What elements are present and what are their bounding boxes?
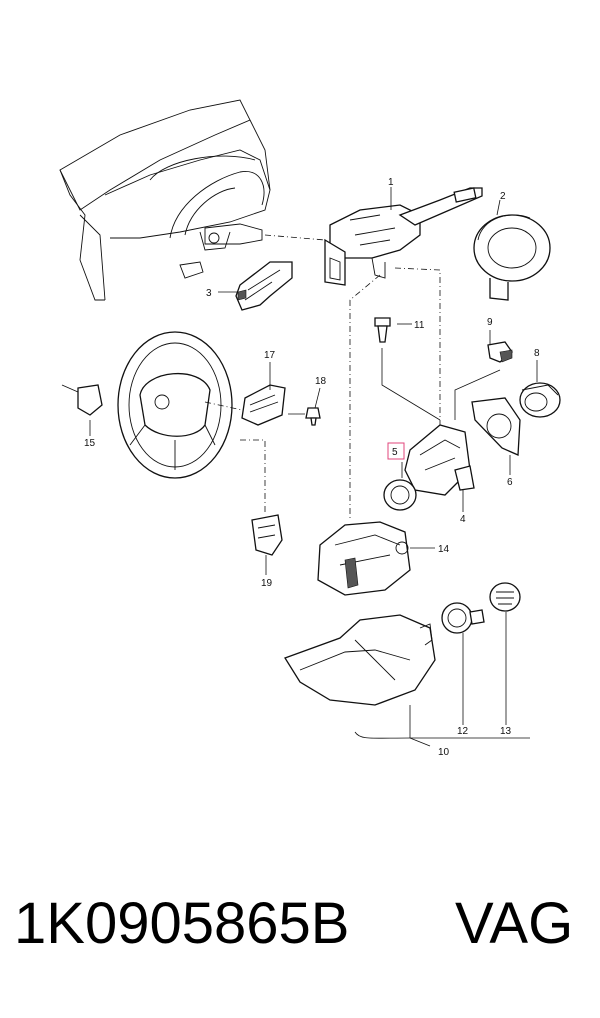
steering-wheel-illustration (117, 331, 243, 479)
part-1-combination-switch (324, 187, 483, 286)
callout-2: 2 (500, 191, 506, 202)
highlight-box (387, 442, 405, 460)
part-15-cable (61, 384, 103, 416)
part-18-bolt (305, 407, 321, 426)
dashboard-illustration (59, 99, 326, 301)
brand-name: VAG (455, 891, 574, 956)
callout-1: 1 (388, 177, 394, 188)
part-5-lock-housing (383, 424, 475, 511)
exploded-parts-diagram: 1 2 3 4 5 6 8 9 10 11 12 13 14 15 17 18 … (59, 99, 561, 758)
callout-9: 9 (487, 317, 493, 328)
part-6-trim-ring (471, 397, 521, 456)
part-12-ring (441, 602, 485, 634)
callout-17: 17 (264, 350, 276, 361)
callout-5: 5 (392, 447, 398, 458)
callout-11: 11 (414, 320, 425, 331)
part-14-column-housing (317, 521, 411, 596)
part-3-bracket (235, 261, 293, 311)
part-11-screw (374, 317, 391, 343)
part-10-shroud (284, 614, 436, 706)
callout-6: 6 (507, 477, 513, 488)
part-13-cap (489, 582, 521, 612)
callout-4: 4 (460, 514, 466, 525)
part-number: 1K0905865B (14, 891, 350, 956)
callout-18: 18 (315, 376, 327, 387)
callout-15: 15 (84, 438, 96, 449)
part-9-connector (487, 341, 513, 363)
callout-12: 12 (457, 726, 469, 737)
callout-3: 3 (206, 288, 212, 299)
assembly-lines (240, 267, 501, 520)
callout-19: 19 (261, 578, 273, 589)
leader-lines (89, 187, 538, 747)
part-8-lock-cylinder (519, 382, 561, 418)
callout-8: 8 (534, 348, 540, 359)
part-19-bracket (251, 514, 283, 556)
part-17-module (241, 384, 305, 426)
callout-13: 13 (500, 726, 512, 737)
footer: 1K0905865B VAG (0, 890, 600, 980)
part-2-clock-spring (473, 214, 551, 301)
callout-labels: 1 2 3 4 5 6 8 9 10 11 12 13 14 15 17 18 … (84, 177, 540, 758)
callout-14: 14 (438, 544, 450, 555)
callout-10: 10 (438, 747, 450, 758)
